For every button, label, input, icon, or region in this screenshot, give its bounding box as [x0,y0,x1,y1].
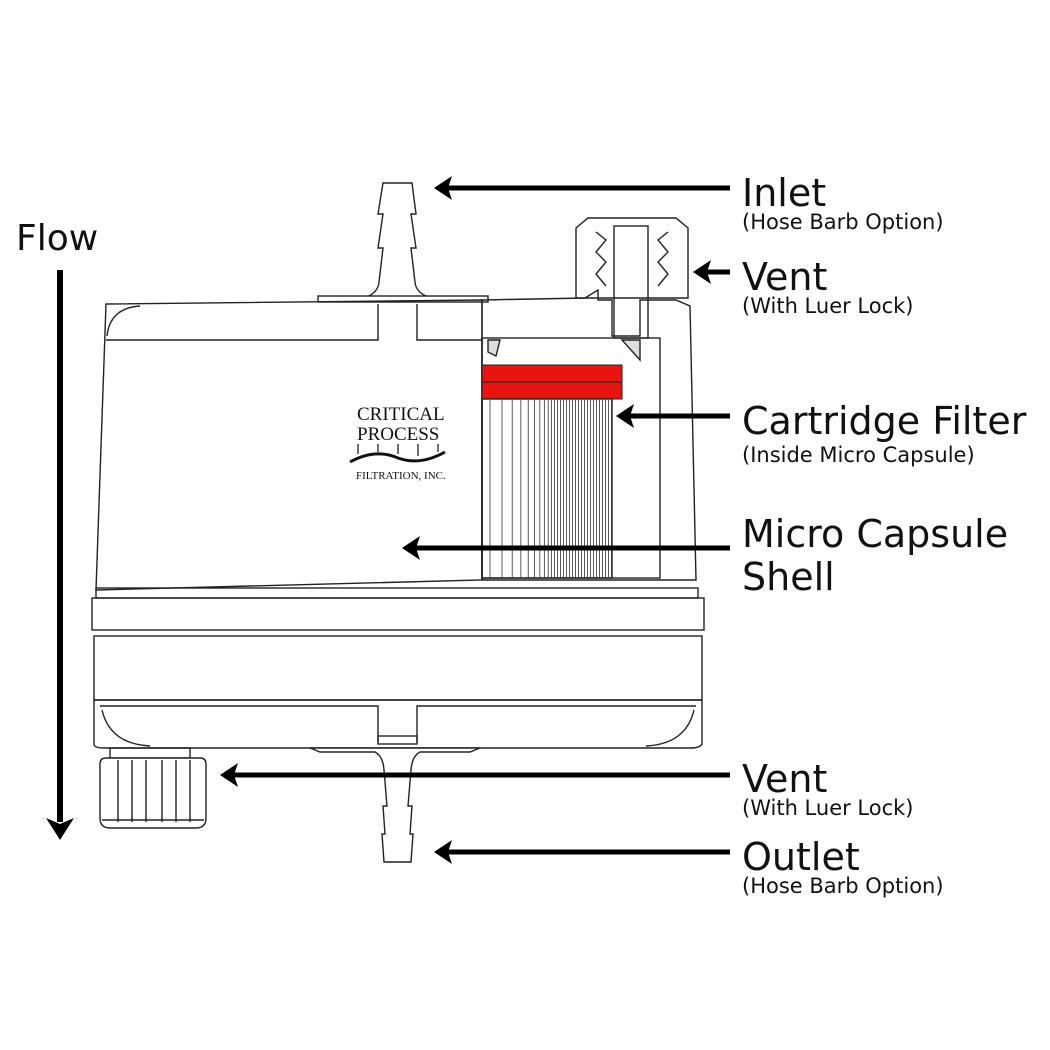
shell-label-line2: Shell [742,555,835,599]
bottom-vent-label: Vent [742,757,827,801]
outlet-hose-barb [309,747,481,863]
bottom-vent-sublabel: (With Luer Lock) [742,796,914,820]
top-vent-sublabel: (With Luer Lock) [742,294,914,318]
cartridge-sublabel: (Inside Micro Capsule) [742,443,975,467]
svg-text:FILTRATION, INC.: FILTRATION, INC. [356,470,446,482]
arrow-heads [220,176,711,864]
callout-arrows [234,185,730,855]
flow-label: Flow [16,218,98,259]
flow-arrow-head [46,818,74,840]
micro-capsule-shell: CRITICAL PROCESS FILTRATION, INC. [95,295,489,591]
top-vent-luer-cap [575,217,689,299]
cutaway-section [481,217,697,581]
inlet-hose-barb [362,182,433,299]
shell-lower [91,587,705,749]
callout-labels: Inlet (Hose Barb Option) Vent (With Luer… [742,171,1027,898]
inlet-sublabel: (Hose Barb Option) [742,210,944,234]
bottom-vent-luer-cap [99,747,207,829]
outlet-label: Outlet [742,835,860,879]
shell-label-line1: Micro Capsule [742,512,1008,556]
inlet-label: Inlet [742,171,826,215]
cartridge-label: Cartridge Filter [742,399,1027,443]
outlet-sublabel: (Hose Barb Option) [742,874,944,898]
critical-process-logo: CRITICAL PROCESS FILTRATION, INC. [349,404,446,482]
top-vent-label: Vent [742,255,827,299]
svg-text:CRITICAL: CRITICAL [357,404,445,425]
svg-text:PROCESS: PROCESS [357,424,439,445]
